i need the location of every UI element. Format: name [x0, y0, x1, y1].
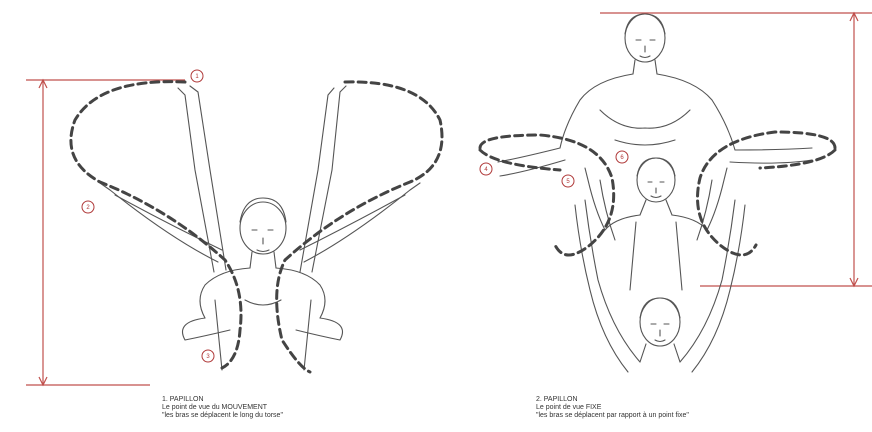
right-head-bottom [640, 298, 680, 346]
caption-right-title: 2. PAPILLON [536, 396, 689, 404]
caption-right-subtitle: Le point de vue FIXE [536, 404, 689, 412]
caption-right: 2. PAPILLON Le point de vue FIXE "les br… [536, 396, 689, 420]
left-head [240, 202, 286, 254]
left-measure-line [26, 80, 185, 385]
caption-left-title: 1. PAPILLON [162, 396, 283, 404]
marker-6: 6 [616, 151, 628, 163]
right-head-middle [637, 158, 675, 202]
right-head-top [625, 14, 665, 62]
marker-4: 4 [480, 163, 492, 175]
caption-left-quote: "les bras se déplacent le long du torse" [162, 412, 283, 420]
caption-left-subtitle: Le point de vue du MOUVEMENT [162, 404, 283, 412]
left-markers: 1 2 3 [82, 70, 214, 362]
marker-5: 5 [562, 175, 574, 187]
marker-1: 1 [191, 70, 203, 82]
marker-2: 2 [82, 201, 94, 213]
caption-left: 1. PAPILLON Le point de vue du MOUVEMENT… [162, 396, 283, 420]
left-figure [100, 86, 420, 370]
left-trajectory [71, 82, 442, 372]
caption-right-quote: "les bras se déplacent par rapport à un … [536, 412, 689, 420]
right-trajectory [480, 132, 835, 255]
marker-3: 3 [202, 350, 214, 362]
right-figure [498, 14, 812, 372]
